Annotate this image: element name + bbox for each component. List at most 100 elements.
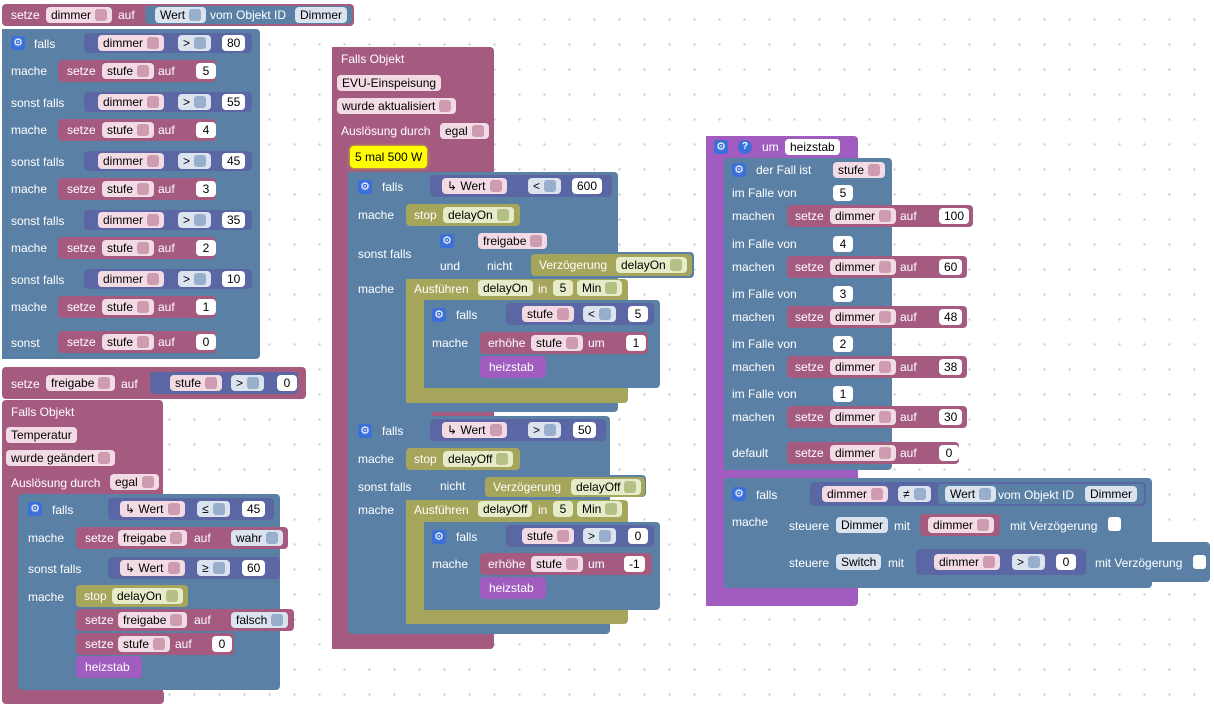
time-unit-dropdown[interactable]: Min [577, 501, 623, 517]
trigger-source-dropdown[interactable]: egal [110, 474, 159, 490]
object-field-switch[interactable]: Switch [836, 554, 882, 570]
number-field[interactable]: 45 [242, 501, 266, 517]
var-dimmer-dropdown[interactable]: dimmer [98, 94, 165, 110]
operator-dropdown[interactable]: ≥ [197, 560, 230, 576]
timer-dropdown[interactable]: delayOn [112, 588, 183, 604]
var-stufe-dropdown[interactable]: stufe [170, 375, 223, 391]
procedure-name-field[interactable]: heizstab [785, 139, 840, 155]
number-field[interactable]: 5 [628, 306, 648, 322]
wert-dropdown[interactable]: Wert [155, 7, 207, 23]
arrow-wert-dropdown[interactable]: ↳ Wert [442, 178, 507, 194]
timer-dropdown[interactable]: delayOn [443, 207, 514, 223]
var-dimmer-dropdown[interactable]: dimmer [98, 212, 165, 228]
object-id-field[interactable]: Dimmer [1085, 486, 1137, 502]
time-unit-dropdown[interactable]: Min [577, 280, 623, 296]
var-dimmer-dropdown[interactable]: dimmer [830, 409, 897, 425]
number-field[interactable]: 80 [222, 35, 246, 51]
var-stufe-dropdown[interactable]: stufe [102, 240, 155, 256]
timer-dropdown[interactable]: delayOff [571, 479, 642, 495]
gear-icon[interactable]: ⚙ [714, 140, 728, 154]
trigger-source-dropdown[interactable]: egal [440, 123, 489, 139]
gear-icon[interactable]: ⚙ [732, 487, 746, 501]
operator-dropdown[interactable]: > [178, 271, 212, 287]
var-dimmer-dropdown[interactable]: dimmer [822, 486, 889, 502]
arrow-wert-dropdown[interactable]: ↳ Wert [120, 501, 185, 517]
gear-icon[interactable]: ⚙ [358, 424, 372, 438]
operator-dropdown[interactable]: < [583, 306, 617, 322]
timer-dropdown[interactable]: delayOff [443, 451, 514, 467]
var-dimmer-dropdown[interactable]: dimmer [830, 445, 897, 461]
delay-checkbox[interactable] [1193, 555, 1206, 569]
case-number-field[interactable]: 1 [833, 386, 853, 402]
object-field-evu[interactable]: EVU-Einspeisung [337, 75, 442, 91]
var-dimmer-dropdown[interactable]: dimmer [98, 271, 165, 287]
arrow-wert-dropdown[interactable]: ↳ Wert [442, 422, 507, 438]
number-field[interactable]: 35 [222, 212, 246, 228]
bool-dropdown[interactable]: falsch [231, 612, 289, 628]
var-dimmer-dropdown[interactable]: dimmer [46, 7, 113, 23]
number-field[interactable]: 45 [222, 153, 246, 169]
case-number-field[interactable]: 5 [833, 185, 853, 201]
number-field[interactable]: 5 [553, 501, 573, 517]
number-field[interactable]: 1 [196, 299, 216, 315]
var-stufe-dropdown[interactable]: stufe [102, 122, 155, 138]
var-stufe-dropdown[interactable]: stufe [102, 334, 155, 350]
object-field-temperatur[interactable]: Temperatur [6, 427, 77, 443]
object-id-field[interactable]: Dimmer [295, 7, 347, 23]
var-stufe-dropdown[interactable]: stufe [531, 335, 584, 351]
number-field[interactable]: 55 [222, 94, 246, 110]
operator-dropdown[interactable]: > [583, 528, 617, 544]
number-field[interactable]: 60 [242, 560, 266, 576]
trigger-type-dropdown[interactable]: wurde geändert [6, 450, 116, 466]
var-stufe-dropdown[interactable]: stufe [522, 306, 575, 322]
number-field[interactable]: 5 [553, 280, 573, 296]
var-stufe-dropdown[interactable]: stufe [102, 181, 155, 197]
comment-block[interactable]: 5 mal 500 W [350, 146, 428, 168]
object-field-dimmer[interactable]: Dimmer [836, 517, 888, 533]
number-field[interactable]: 0 [277, 375, 297, 391]
number-field[interactable]: 600 [572, 178, 603, 194]
var-stufe-dropdown[interactable]: stufe [102, 63, 155, 79]
number-field[interactable]: 0 [1056, 554, 1076, 570]
number-field[interactable]: 60 [939, 259, 963, 275]
number-field[interactable]: 48 [939, 309, 963, 325]
operator-dropdown[interactable]: > [178, 153, 212, 169]
operator-dropdown[interactable]: > [231, 375, 265, 391]
operator-dropdown[interactable]: < [528, 178, 562, 194]
number-field[interactable]: 0 [212, 636, 232, 652]
bool-dropdown[interactable]: wahr [231, 530, 284, 546]
gear-icon[interactable]: ⚙ [432, 308, 446, 322]
operator-dropdown[interactable]: > [178, 94, 212, 110]
number-field[interactable]: 3 [196, 181, 216, 197]
operator-dropdown[interactable]: ≠ [898, 486, 931, 502]
number-field[interactable]: 30 [939, 409, 963, 425]
number-field[interactable]: 38 [939, 359, 963, 375]
delay-checkbox[interactable] [1108, 517, 1121, 531]
trigger-type-dropdown[interactable]: wurde aktualisiert [337, 98, 457, 114]
number-field[interactable]: 4 [196, 122, 216, 138]
var-stufe-dropdown[interactable]: stufe [833, 162, 886, 178]
operator-dropdown[interactable]: > [528, 422, 562, 438]
number-field[interactable]: 100 [939, 208, 970, 224]
timer-dropdown[interactable]: delayOn [616, 257, 687, 273]
help-icon[interactable]: ? [738, 140, 752, 154]
case-number-field[interactable]: 2 [833, 336, 853, 352]
var-freigabe-dropdown[interactable]: freigabe [118, 530, 188, 546]
operator-dropdown[interactable]: > [178, 212, 212, 228]
var-dimmer-dropdown[interactable]: dimmer [830, 259, 897, 275]
number-field[interactable]: 5 [196, 63, 216, 79]
var-stufe-dropdown[interactable]: stufe [118, 636, 171, 652]
number-field[interactable]: 1 [626, 335, 646, 351]
case-number-field[interactable]: 3 [833, 286, 853, 302]
number-field[interactable]: 50 [573, 422, 597, 438]
call-heizstab-block[interactable] [480, 577, 546, 599]
gear-icon[interactable]: ⚙ [732, 163, 746, 177]
var-stufe-dropdown[interactable]: stufe [102, 299, 155, 315]
arrow-wert-dropdown[interactable]: ↳ Wert [120, 560, 185, 576]
number-field[interactable]: 10 [222, 271, 246, 287]
var-dimmer-dropdown[interactable]: dimmer [98, 35, 165, 51]
var-dimmer-dropdown[interactable]: dimmer [830, 359, 897, 375]
operator-dropdown[interactable]: > [178, 35, 212, 51]
var-dimmer-dropdown[interactable]: dimmer [830, 309, 897, 325]
var-dimmer-dropdown[interactable]: dimmer [928, 517, 995, 533]
